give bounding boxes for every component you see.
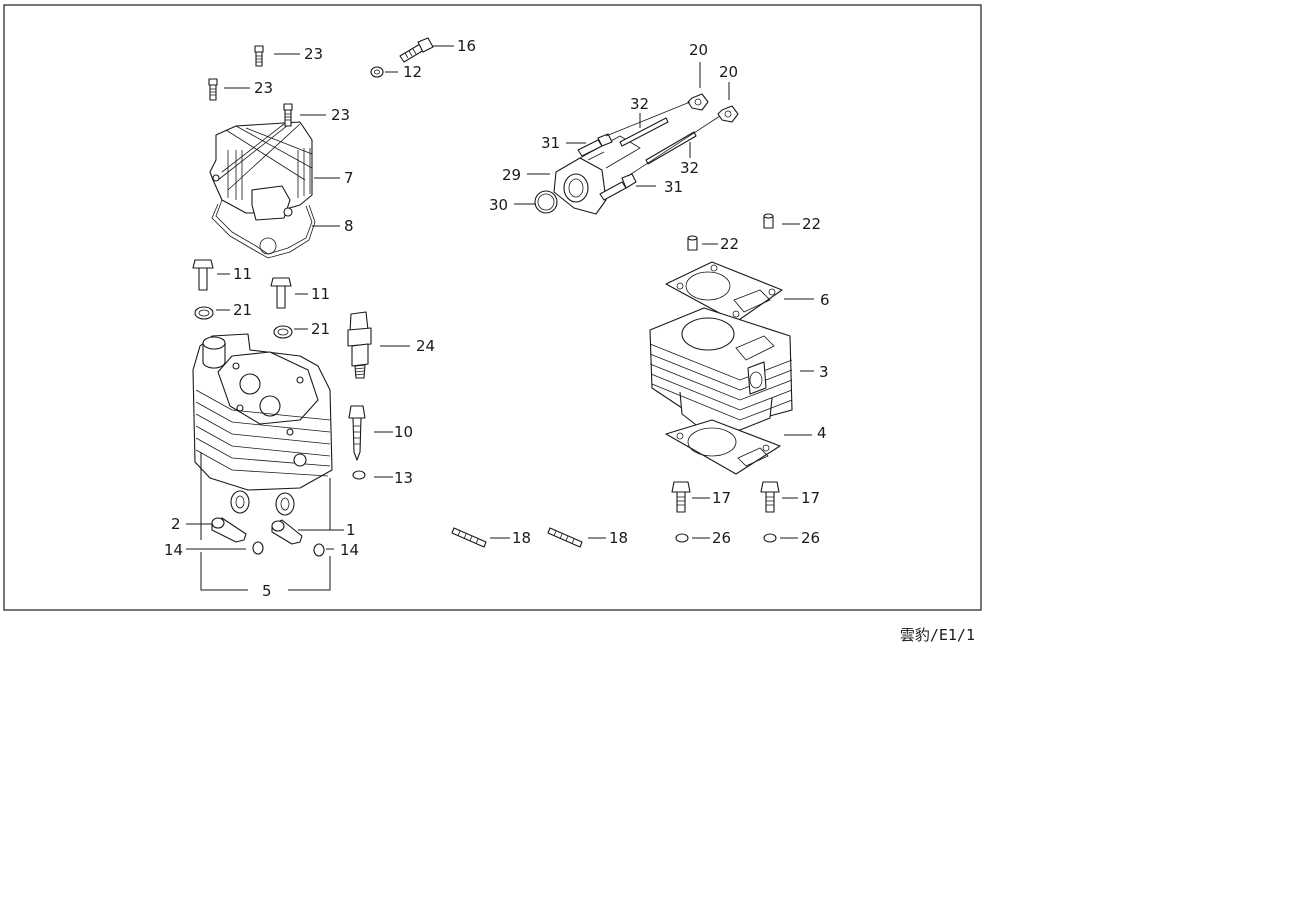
washer-21-part <box>194 306 214 320</box>
exhaust-guide-line <box>587 101 721 177</box>
callout-24: 24 <box>416 337 435 355</box>
cylinder-base-gasket-4-part <box>665 419 781 475</box>
callout-32: 32 <box>630 95 649 113</box>
cylinder-head-gasket-6-part <box>665 261 783 323</box>
bolt-31-part <box>599 173 637 201</box>
leader-lines <box>186 45 814 591</box>
callout-23: 23 <box>331 106 350 124</box>
callout-30: 30 <box>489 196 508 214</box>
callout-31: 31 <box>541 134 560 152</box>
cylinder-head-part <box>192 333 333 491</box>
o-ring-14-part <box>252 541 264 555</box>
nut-20-part <box>687 93 709 111</box>
stud-bolt-18-part <box>451 527 487 548</box>
callout-22: 22 <box>802 215 821 233</box>
callout-16: 16 <box>457 37 476 55</box>
valve-guide-2-part <box>211 517 247 543</box>
callout-17: 17 <box>801 489 820 507</box>
cylinder-head-cover-part <box>209 121 313 221</box>
bolt-31-part <box>577 133 613 157</box>
callout-29: 29 <box>502 166 521 184</box>
valve-seal-part <box>230 490 250 514</box>
o-ring-26-part <box>763 533 777 543</box>
callout-17: 17 <box>712 489 731 507</box>
callout-labels: 23 23 23 16 12 7 8 11 11 21 21 24 10 13 … <box>164 37 830 600</box>
callout-12: 12 <box>403 63 422 81</box>
gasket-30-part <box>534 190 558 214</box>
stud-bolt-18-part <box>547 527 583 548</box>
bolt-17-part <box>760 481 780 513</box>
callout-21: 21 <box>311 320 330 338</box>
callout-26: 26 <box>712 529 731 547</box>
bolt-16-part <box>399 37 434 63</box>
callout-31: 31 <box>664 178 683 196</box>
callout-11: 11 <box>233 265 252 283</box>
callout-7: 7 <box>344 169 354 187</box>
callout-13: 13 <box>394 469 413 487</box>
cylinder-3-part <box>649 307 793 431</box>
dowel-pin-22-part <box>687 235 698 251</box>
valve-seal-part <box>275 492 295 516</box>
callout-2: 2 <box>171 515 181 533</box>
callout-14: 14 <box>340 541 359 559</box>
dowel-pin-22-part <box>763 213 774 229</box>
washer-13-part <box>352 470 366 480</box>
flange-bolt-11-part <box>192 259 214 291</box>
bolt-23-part <box>283 103 293 127</box>
bolt-17-part <box>671 481 691 513</box>
callout-32: 32 <box>680 159 699 177</box>
callout-26: 26 <box>801 529 820 547</box>
callout-22: 22 <box>720 235 739 253</box>
stud-32-part <box>619 117 669 147</box>
callout-21: 21 <box>233 301 252 319</box>
callout-6: 6 <box>820 291 830 309</box>
cover-gasket-part <box>211 199 316 259</box>
spark-plug-24-part <box>347 311 372 379</box>
exhaust-flange-29-part <box>553 135 641 215</box>
callout-5: 5 <box>262 582 272 600</box>
washer-12-part <box>370 66 384 78</box>
callout-23: 23 <box>304 45 323 63</box>
flange-bolt-11-part <box>270 277 292 309</box>
callout-20: 20 <box>689 41 708 59</box>
callout-18: 18 <box>609 529 628 547</box>
washer-21-part <box>273 325 293 339</box>
o-ring-26-part <box>675 533 689 543</box>
valve-guide-1-part <box>271 519 303 545</box>
bolt-23-part <box>208 78 218 101</box>
o-ring-14-part <box>313 543 325 557</box>
callout-20: 20 <box>719 63 738 81</box>
callout-3: 3 <box>819 363 829 381</box>
page-reference: 雲豹/E1/1 <box>900 626 975 644</box>
callout-14: 14 <box>164 541 183 559</box>
callout-8: 8 <box>344 217 354 235</box>
callout-1: 1 <box>346 521 356 539</box>
nut-20-part <box>717 105 739 123</box>
diagram-frame <box>3 4 982 611</box>
stud-bolt-10-part <box>348 405 366 461</box>
callout-4: 4 <box>817 424 827 442</box>
bolt-23-part <box>254 45 264 67</box>
callout-10: 10 <box>394 423 413 441</box>
callout-11: 11 <box>311 285 330 303</box>
callout-18: 18 <box>512 529 531 547</box>
callout-23: 23 <box>254 79 273 97</box>
